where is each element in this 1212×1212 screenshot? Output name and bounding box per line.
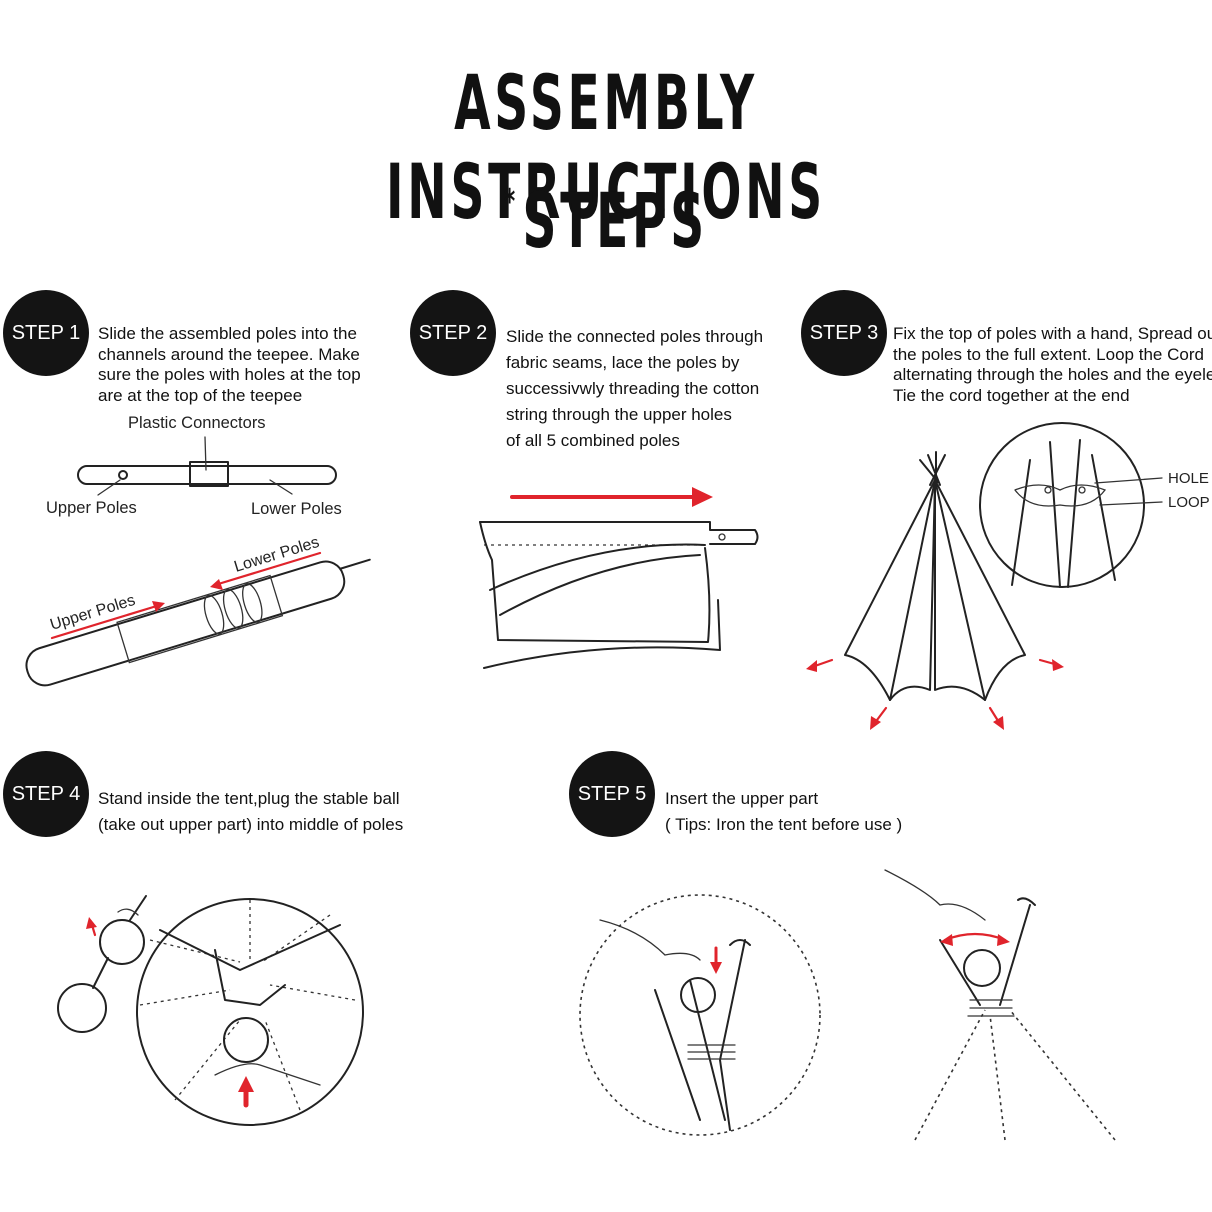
insert-down-arrow-icon xyxy=(710,962,722,974)
arrow-right-icon xyxy=(50,603,162,640)
tent-poles-detail xyxy=(139,900,356,1111)
fabric-seam xyxy=(479,521,711,643)
step-4-badge: STEP 4 xyxy=(3,751,89,837)
step-4-line: (take out upper part) into middle of pol… xyxy=(98,815,404,834)
plastic-connectors-label: Plastic Connectors xyxy=(128,414,266,432)
pole-end xyxy=(479,521,759,545)
hole-label: HOLE xyxy=(1168,470,1209,487)
step-1-line: sure the poles with holes at the top xyxy=(98,365,361,384)
step-2-line: string through the upper holes xyxy=(506,405,732,424)
step-4-text: Stand inside the tent,plug the stable ba… xyxy=(98,786,403,838)
arrow-left-icon xyxy=(213,551,322,587)
tent-inside-circle xyxy=(136,898,364,1126)
tied-teepee-top-icon xyxy=(884,869,1116,1141)
lower-poles-label: Lower Poles xyxy=(251,500,342,518)
insert-detail-circle xyxy=(579,894,821,1136)
page-subtitle: *STEPS xyxy=(230,176,981,265)
step-5-badge: STEP 5 xyxy=(569,751,655,837)
step-1-line: Slide the assembled poles into the xyxy=(98,324,357,343)
step-5-text: Insert the upper part ( Tips: Iron the t… xyxy=(665,786,902,838)
upper-poles-label: Upper Poles xyxy=(46,499,137,517)
step-3-line: Tie the cord together at the end xyxy=(893,385,1130,405)
step-3-text: Fix the top of poles with a hand, Spread… xyxy=(893,324,1212,406)
step-1-line: channels around the teepee. Make xyxy=(98,344,360,364)
step-5-line: ( Tips: Iron the tent before use ) xyxy=(665,815,903,834)
step-2-text: Slide the connected poles through fabric… xyxy=(506,324,763,454)
step-2-line: successivwly threading the cotton xyxy=(506,379,760,398)
step-5-line: Insert the upper part xyxy=(665,789,819,808)
step-3-line: alternating through the holes and the ey… xyxy=(893,365,1212,384)
step-1-text: Slide the assembled poles into the chann… xyxy=(98,324,361,406)
pole-top-detail xyxy=(1011,439,1116,588)
step-2-line: fabric seams, lace the poles by xyxy=(506,353,740,372)
loop-label: LOOP xyxy=(1168,494,1210,511)
stable-ball-icon xyxy=(57,895,147,1033)
connector-sleeve xyxy=(189,461,229,487)
tube-diagram xyxy=(25,558,371,687)
subtitle-text: STEPS xyxy=(522,176,708,265)
step-3-badge: STEP 3 xyxy=(801,290,887,376)
step-1-badge: STEP 1 xyxy=(3,290,89,376)
step-2-line: Slide the connected poles through xyxy=(506,327,764,346)
push-up-arrow-icon xyxy=(238,1076,254,1092)
step-3-line: Fix the top of poles with a hand, Spread… xyxy=(893,324,1212,343)
star-icon: * xyxy=(504,182,519,222)
step-2-badge: STEP 2 xyxy=(410,290,496,376)
step-3-line: the poles to the full extent. Loop the C… xyxy=(893,344,1204,364)
step-2-line: of all 5 combined poles xyxy=(506,431,680,450)
insert-upper-part-detail xyxy=(599,919,751,1131)
teepee-icon xyxy=(844,451,1026,701)
zoom-circle xyxy=(979,422,1145,588)
page-title: ASSEMBLY INSTRUCTIONS xyxy=(386,58,826,236)
pole-diagram xyxy=(77,465,337,485)
spread-arrows-icon xyxy=(806,658,1064,730)
rotate-arrows-icon xyxy=(943,932,1007,942)
step-4-line: Stand inside the tent,plug the stable ba… xyxy=(98,789,400,808)
step-1-line: are at the top of the teepee xyxy=(98,385,303,405)
pole-hole-icon xyxy=(118,470,128,480)
